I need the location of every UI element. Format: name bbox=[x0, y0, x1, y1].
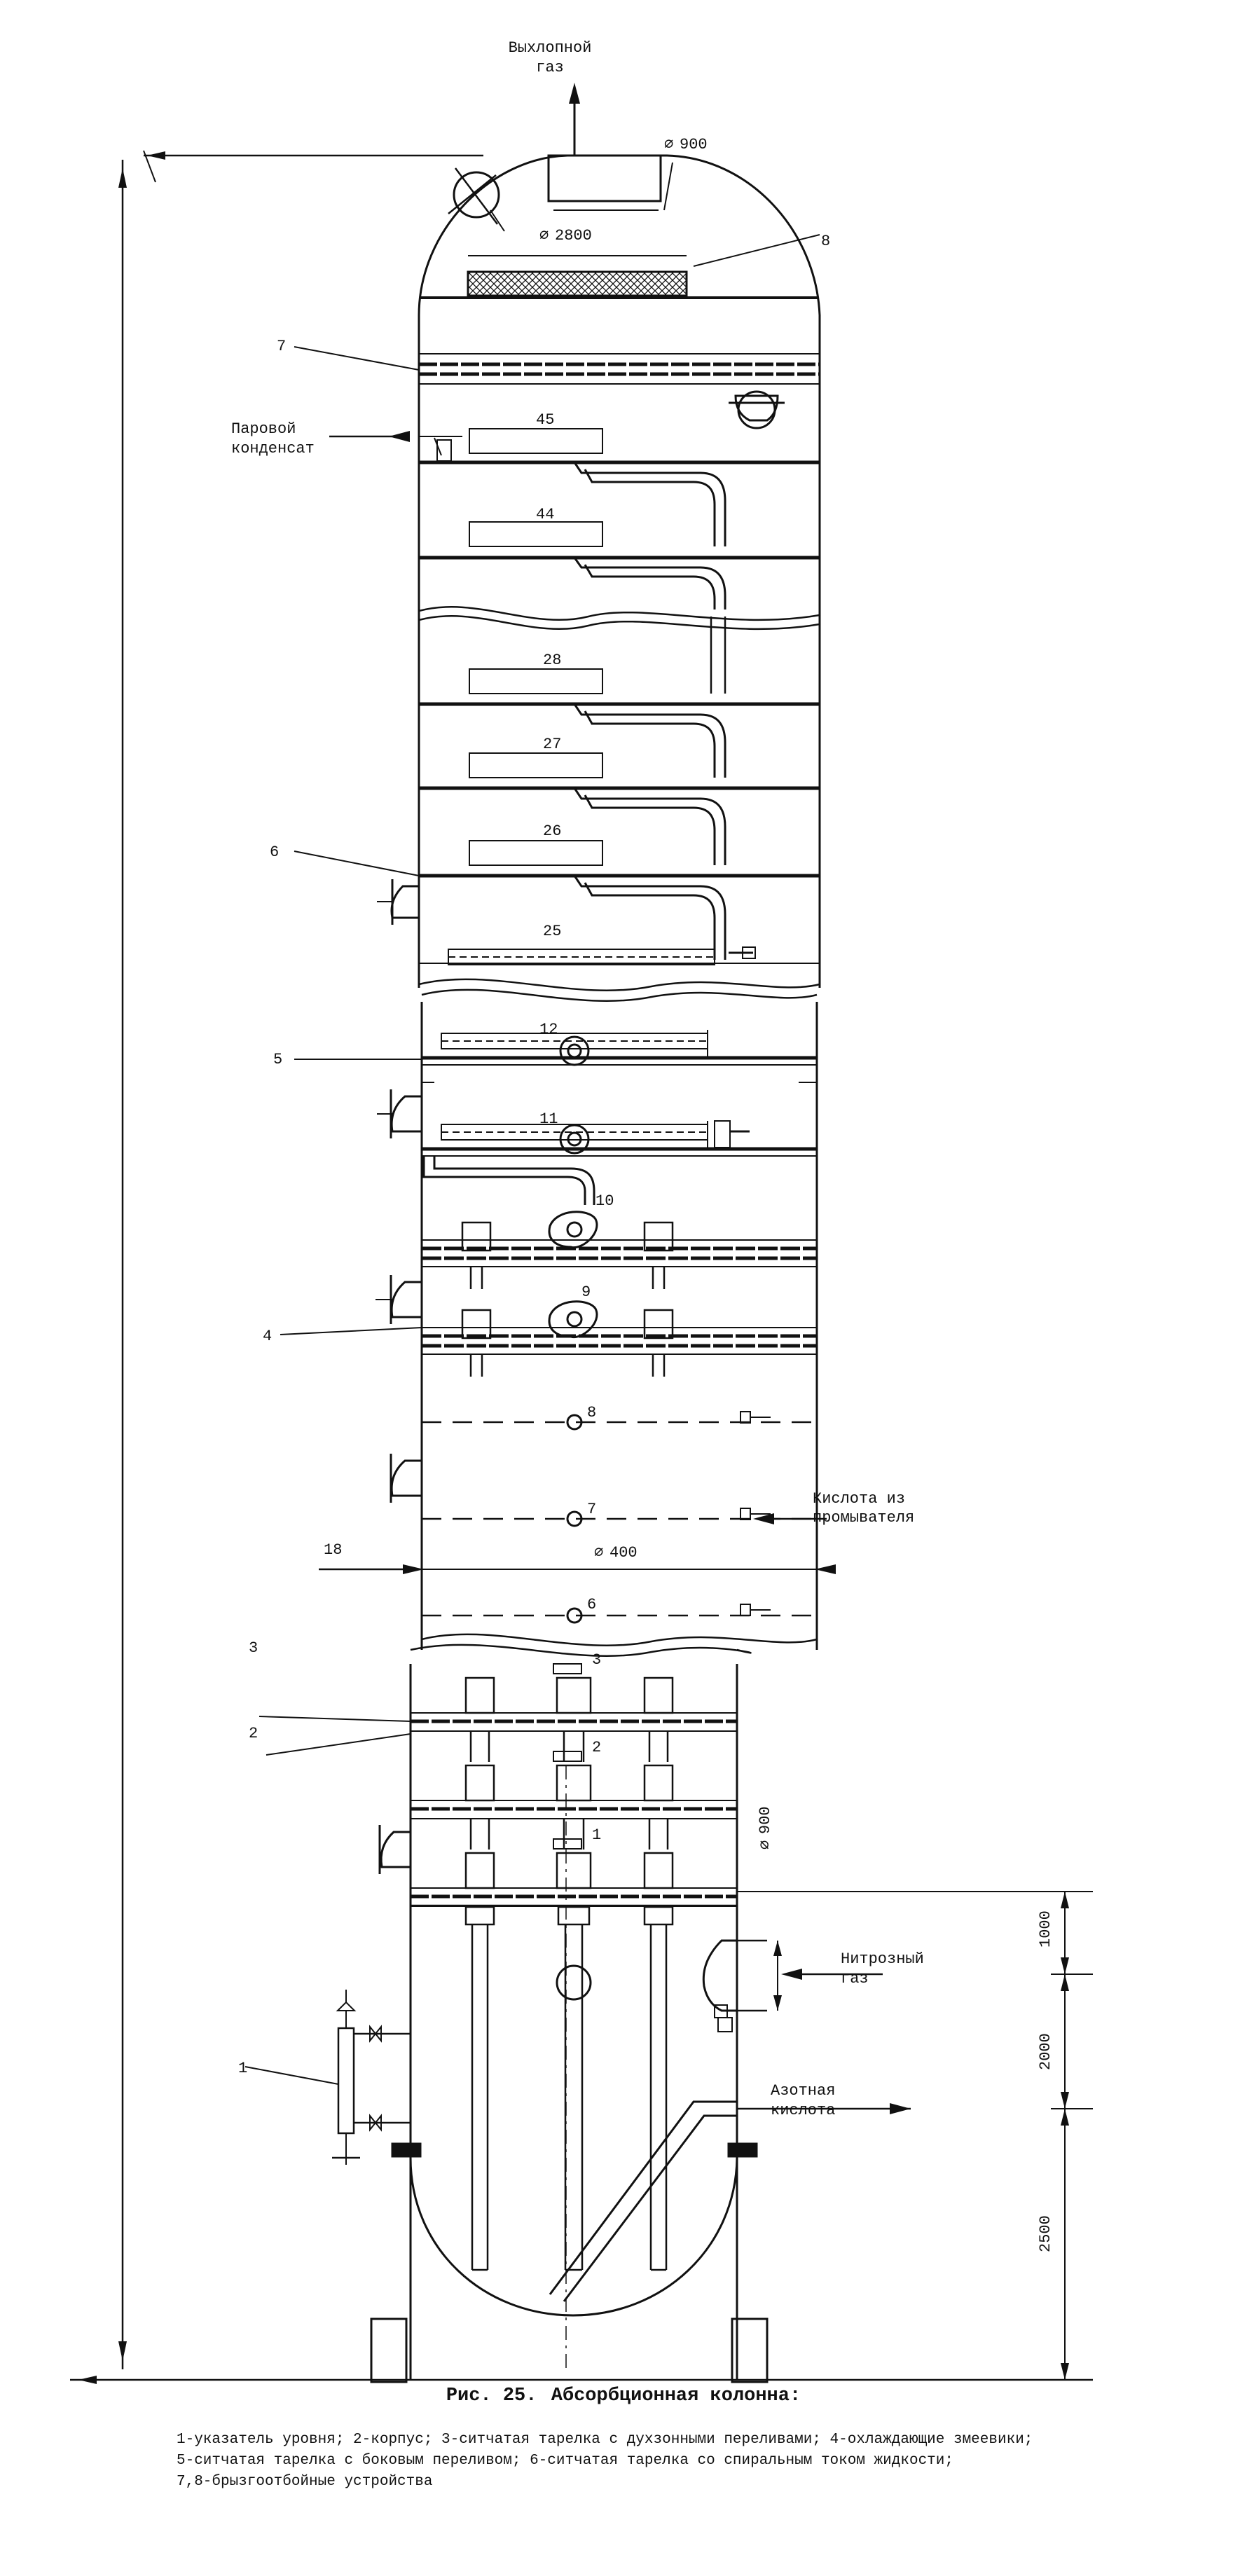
label-steam-condensate-1: Паровой bbox=[231, 420, 296, 438]
callout-7: 7 bbox=[277, 338, 286, 355]
diameter-symbol-400: ∅ bbox=[594, 1544, 603, 1562]
tray-28: 28 bbox=[543, 652, 561, 669]
tray-6: 6 bbox=[587, 1596, 596, 1613]
dim-2000: 2000 bbox=[1037, 2033, 1054, 2070]
tray-45: 45 bbox=[536, 411, 554, 429]
dashed-trays bbox=[319, 1411, 836, 1624]
side-nozzle-left-11 bbox=[377, 1089, 422, 1138]
label-nitric-acid-2: кислота bbox=[771, 2102, 835, 2119]
level-indicator bbox=[244, 1990, 411, 2165]
dimension-labels: ∅ 900 ∅ 2800 ∅ 400 ∅ 900 1000 2000 2500 bbox=[539, 136, 1054, 2252]
manhole-top-left bbox=[448, 167, 505, 232]
overall-height-dimension bbox=[70, 150, 1093, 2384]
side-nozzle-upper-right bbox=[729, 390, 785, 429]
tray-numbers: 45 44 28 27 26 25 12 11 10 9 8 7 6 3 2 1 bbox=[536, 411, 614, 1844]
figure-title: Абсорбционная колонна: bbox=[551, 2385, 801, 2406]
coil-trays bbox=[280, 1211, 817, 1377]
label-exhaust-gas-1: Выхлопной bbox=[509, 39, 592, 57]
tray-12: 12 bbox=[539, 1021, 558, 1038]
label-nitrous-gas-1: Нитрозный bbox=[841, 1950, 924, 1968]
callout-2: 2 bbox=[249, 1725, 258, 1742]
side-nozzle-left-25 bbox=[377, 879, 419, 925]
side-nozzle-left-9 bbox=[376, 1275, 422, 1324]
figure-legend: 1-указатель уровня; 2-корпус; 3-ситчатая… bbox=[177, 2430, 1227, 2493]
break-lines bbox=[410, 606, 820, 1657]
label-acid-from-washer-2: промывателя bbox=[813, 1509, 914, 1527]
callout-1: 1 bbox=[238, 2060, 247, 2077]
legend-line-1: 1-указатель уровня; 2-корпус; 3-ситчатая… bbox=[177, 2432, 1033, 2448]
tray-8: 8 bbox=[587, 1404, 596, 1421]
tray-3: 3 bbox=[592, 1651, 601, 1669]
side-overflow-trays bbox=[294, 1030, 817, 1205]
tray-1: 1 bbox=[592, 1826, 601, 1844]
dim-d900-side: 900 bbox=[757, 1806, 774, 1834]
spiral-trays-top bbox=[329, 428, 820, 609]
tray-25: 25 bbox=[543, 923, 561, 940]
label-nitric-acid-1: Азотная bbox=[771, 2082, 835, 2100]
tray-7: 7 bbox=[587, 1501, 596, 1518]
tray-9: 9 bbox=[581, 1283, 591, 1301]
tray-26: 26 bbox=[543, 822, 561, 840]
callout-8: 8 bbox=[821, 233, 830, 250]
diameter-symbol-2800: ∅ bbox=[539, 227, 549, 244]
base-dimensions bbox=[737, 1891, 1093, 2381]
flow-labels: Выхлопной газ Паровой конденсат Кислота … bbox=[231, 39, 924, 2119]
side-nozzle-left-1 bbox=[378, 1825, 411, 1874]
legend-line-2: 5-ситчатая тарелка с боковым переливом; … bbox=[177, 2453, 953, 2469]
demister-7 bbox=[294, 346, 820, 385]
dim-d400: 400 bbox=[609, 1544, 638, 1562]
top-nozzle bbox=[547, 83, 673, 211]
callout-18: 18 bbox=[324, 1541, 342, 1559]
diameter-symbol-top: ∅ bbox=[664, 136, 673, 153]
dim-1000: 1000 bbox=[1037, 1910, 1054, 1948]
dim-d900-top: 900 bbox=[680, 136, 708, 153]
tray-10: 10 bbox=[595, 1192, 614, 1210]
tray-11: 11 bbox=[539, 1110, 558, 1128]
manhole-bottom-right bbox=[714, 2004, 728, 2018]
demister-8 bbox=[420, 234, 820, 299]
dim-d2800: 2800 bbox=[555, 227, 592, 244]
callout-6: 6 bbox=[270, 843, 279, 861]
label-acid-from-washer-1: Кислота из bbox=[813, 1490, 905, 1508]
side-nozzle-left-7 bbox=[390, 1454, 422, 1503]
double-overflow-trays bbox=[259, 1663, 737, 1907]
callout-numbers: 1 2 3 4 5 6 7 8 18 bbox=[238, 233, 830, 2077]
legend-line-3: 7,8-брызгоотбойные устройства bbox=[177, 2474, 433, 2490]
figure-number: Рис. 25. bbox=[446, 2385, 537, 2406]
label-nitrous-gas-2: газ bbox=[841, 1970, 869, 1988]
label-steam-condensate-2: конденсат bbox=[231, 440, 315, 457]
tray-44: 44 bbox=[536, 506, 554, 523]
acid-outlet-pipe bbox=[549, 2017, 911, 2302]
figure-caption-title: Рис. 25. Абсорбционная колонна: bbox=[0, 2383, 1247, 2406]
diameter-symbol-side: ∅ bbox=[757, 1840, 774, 1850]
nitrous-gas-inlet bbox=[702, 1939, 883, 2012]
spiral-trays-middle bbox=[294, 617, 820, 965]
downcomer-legs bbox=[464, 1765, 674, 2368]
tray-27: 27 bbox=[543, 736, 561, 753]
tray-2: 2 bbox=[592, 1739, 601, 1756]
callout-4: 4 bbox=[263, 1328, 272, 1345]
callout-3: 3 bbox=[249, 1639, 258, 1657]
callout-5: 5 bbox=[273, 1051, 282, 1068]
column-shell bbox=[370, 154, 821, 2383]
label-exhaust-gas-2: газ bbox=[536, 59, 564, 76]
dim-2500: 2500 bbox=[1037, 2215, 1054, 2252]
